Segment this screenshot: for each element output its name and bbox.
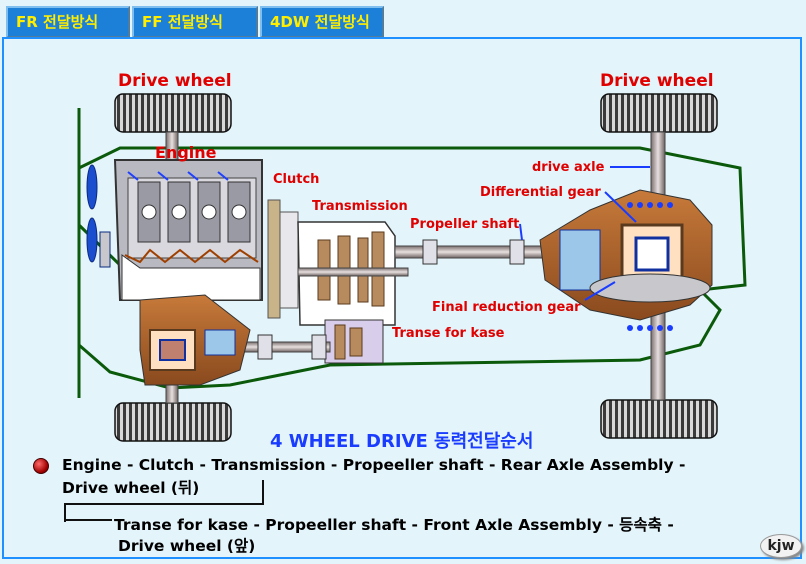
label-engine: Engine bbox=[155, 143, 217, 162]
label-transfer-case: Transe for kase bbox=[392, 326, 505, 341]
tab-4dw[interactable]: 4DW 전달방식 bbox=[260, 6, 384, 38]
wheel-front-bottom bbox=[114, 402, 232, 442]
bullet-icon bbox=[33, 458, 49, 474]
front-differential bbox=[139, 294, 251, 386]
tab-fr[interactable]: FR 전달방식 bbox=[6, 6, 130, 38]
rear-differential bbox=[539, 189, 713, 331]
diagram-title: 4 WHEEL DRIVE 동력전달순서 bbox=[270, 431, 534, 452]
sequence-line-1: Engine - Clutch - Transmission - Propeel… bbox=[62, 456, 686, 474]
label-drive-wheel-right: Drive wheel bbox=[600, 71, 714, 91]
engine-block bbox=[113, 159, 263, 301]
tab-bar: FR 전달방식 FF 전달방식 4DW 전달방식 bbox=[6, 6, 384, 38]
kjw-logo-button[interactable]: kjw bbox=[760, 534, 802, 558]
sequence-line-3: Transe for kase - Propeeller shaft - Fro… bbox=[114, 516, 674, 534]
transmission bbox=[297, 221, 409, 326]
universal-joint-front bbox=[257, 334, 327, 360]
label-final-reduction-gear: Final reduction gear bbox=[432, 300, 581, 315]
label-transmission: Transmission bbox=[312, 199, 408, 214]
universal-joint-rear bbox=[422, 239, 525, 265]
wheel-front-top bbox=[114, 93, 232, 133]
radiator-fan bbox=[86, 164, 111, 268]
sequence-line-4: Drive wheel (앞) bbox=[118, 537, 256, 555]
wheel-rear-bottom bbox=[600, 399, 718, 439]
bracket-connector bbox=[64, 503, 264, 522]
content-frame bbox=[2, 37, 802, 559]
leader-lines bbox=[519, 166, 650, 301]
label-propeller-shaft: Propeller shaft bbox=[410, 217, 519, 232]
label-drive-wheel-left: Drive wheel bbox=[118, 71, 232, 91]
bracket-connector-up bbox=[262, 480, 264, 504]
label-differential-gear: Differential gear bbox=[480, 185, 601, 200]
sequence-line-2: Drive wheel (뒤) bbox=[62, 479, 200, 497]
bracket-arrow bbox=[64, 519, 112, 521]
label-clutch: Clutch bbox=[273, 172, 319, 187]
wheel-rear-top bbox=[600, 93, 718, 133]
clutch bbox=[267, 199, 299, 319]
label-drive-axle: drive axle bbox=[532, 160, 605, 175]
transfer-case bbox=[324, 319, 384, 364]
